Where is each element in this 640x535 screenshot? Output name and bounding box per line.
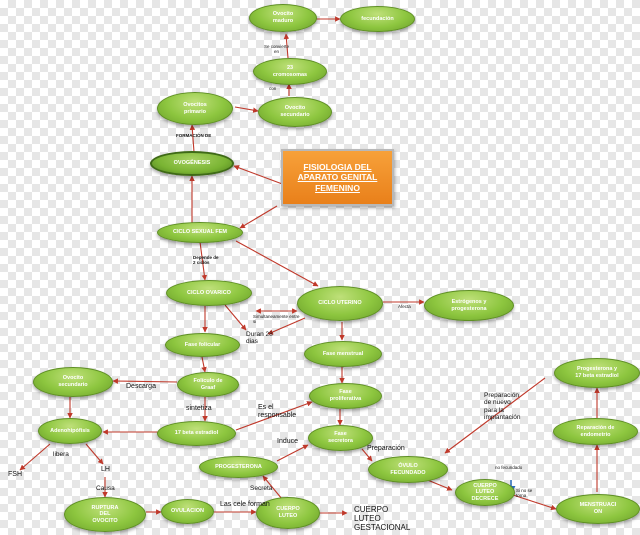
label-con: con	[269, 86, 277, 91]
node-estrogenos: Estrógenos y progesterona	[424, 290, 514, 321]
node-cromosomas: 23 cromosomas	[253, 58, 327, 85]
node-ciclo-uterino: CICLO UTERINO	[297, 286, 383, 321]
label-causa: Causa	[96, 485, 115, 492]
node-ovocito-secundario-top: Ovocito secundario	[258, 97, 332, 127]
label-fsh: FSH	[8, 471, 22, 478]
arrow-folicular-foliculo	[201, 356, 207, 373]
label-afecta: Afecta	[398, 304, 411, 309]
node-ovulo-fecundado: ÓVULO FECUNDADO	[368, 456, 448, 483]
arrow-estradiol-proliferativa	[235, 401, 313, 431]
label-libera: libera	[53, 451, 69, 458]
node-ovocito-secundario-left: Ovocito secundario	[33, 367, 113, 397]
label-se-torna: Si no se torna	[516, 488, 533, 499]
label-descarga: Descarga	[126, 383, 156, 390]
arrow-ciclo-ovarico	[199, 241, 208, 281]
node-ovulacion: OVULACION	[161, 499, 214, 524]
arrow-ovarico-duran	[224, 304, 247, 331]
node-cuerpo-luteo: CUERPO LUTEO	[256, 497, 320, 529]
label-lh: LH	[101, 466, 110, 473]
arrow-progesterona-secretora	[276, 444, 309, 462]
label-se-convierte: Se convierte en	[264, 44, 290, 55]
node-ruptura-ovocito: RUPTURA DEL OVOCITO	[64, 497, 146, 532]
arrow-secretora-ovulo	[361, 448, 373, 462]
label-preparacion: Preparación	[367, 445, 405, 452]
label-no-fecundado: no fecundado	[495, 465, 523, 470]
node-beta-estradiol: 17 beta estradiol	[157, 421, 236, 446]
arrow-decrece-menstruacion	[512, 494, 557, 511]
arrow-cuerpo-progesterona	[262, 475, 283, 500]
label-cuerpo-luteo-gestacional: CUERPO LUTEO GESTACIONAL	[354, 505, 411, 533]
node-ciclo-ovarico: CICLO OVARICO	[166, 280, 252, 306]
label-simultaneamente: Simultaneamente entre si	[253, 314, 300, 325]
label-formacion: FORMACIÓN DE	[176, 133, 212, 138]
arrow-foliculo-ovocito	[112, 378, 178, 384]
node-fase-secretora: Fase secretora	[308, 425, 373, 451]
arrow-primario-secundario	[234, 106, 259, 113]
node-foliculo-graaf: Folículo de Graaf	[177, 372, 239, 397]
label-es-responsable: Es el responsable	[258, 404, 297, 420]
label-sintetiza: sintetiza	[186, 405, 212, 412]
node-fase-folicular: Fase folicular	[165, 333, 240, 357]
node-fecundacion: fecundación	[340, 6, 415, 32]
node-fase-proliferativa: Fase proliferativa	[309, 383, 382, 409]
arrow-ovulo-preparacion	[444, 377, 546, 454]
node-ovogenesis: OVOGÉNESIS	[150, 151, 234, 176]
label-preparacion-nuevo: Preparación de nuevo para la implantació…	[484, 392, 521, 422]
arrow-title-ovogenesis	[233, 165, 286, 186]
arrow-adeno-lh	[85, 443, 104, 465]
node-progesterona-estradiol: Progesterona y 17 beta estradiol	[554, 358, 640, 388]
arrow-ciclo-uterino	[235, 240, 319, 287]
diagram-title: FISIOLOGIA DEL APARATO GENITAL FEMENINO	[281, 149, 394, 206]
node-fase-menstrual: Fase menstrual	[304, 341, 382, 367]
arrow-uterino-duran	[267, 317, 306, 335]
node-adenohipofisis: Adenohipófisis	[38, 418, 102, 444]
label-duran: Duran 28 dias	[246, 331, 273, 346]
node-ovocitos-primario: Ovocitos primario	[157, 92, 233, 125]
node-reparacion-endometrio: Reparación de endometrio	[553, 418, 638, 445]
arrow-ovogenesis-primario	[189, 124, 196, 153]
arrow-cromosomas-maduro	[283, 33, 290, 59]
node-menstruacion: MENSTRUACI ON	[556, 494, 640, 524]
arrow-title-ciclo	[239, 205, 278, 229]
arrow-adeno-fsh	[19, 443, 51, 471]
node-cuerpo-luteo-decrece: CUERPO LUTEO DECRECE	[455, 479, 515, 506]
label-secreta: Secreta	[250, 485, 273, 492]
label-induce: Induce	[277, 438, 299, 445]
label-las-cele-forman: Las cele forman	[220, 501, 270, 508]
label-depende: Depende de 2 ciclos	[193, 255, 219, 266]
node-ciclo-sexual: CICLO SEXUAL FEM	[157, 222, 243, 243]
node-progesterona: PROGESTERONA	[199, 456, 278, 478]
node-ovocito-maduro: Ovocito maduro	[249, 4, 317, 32]
